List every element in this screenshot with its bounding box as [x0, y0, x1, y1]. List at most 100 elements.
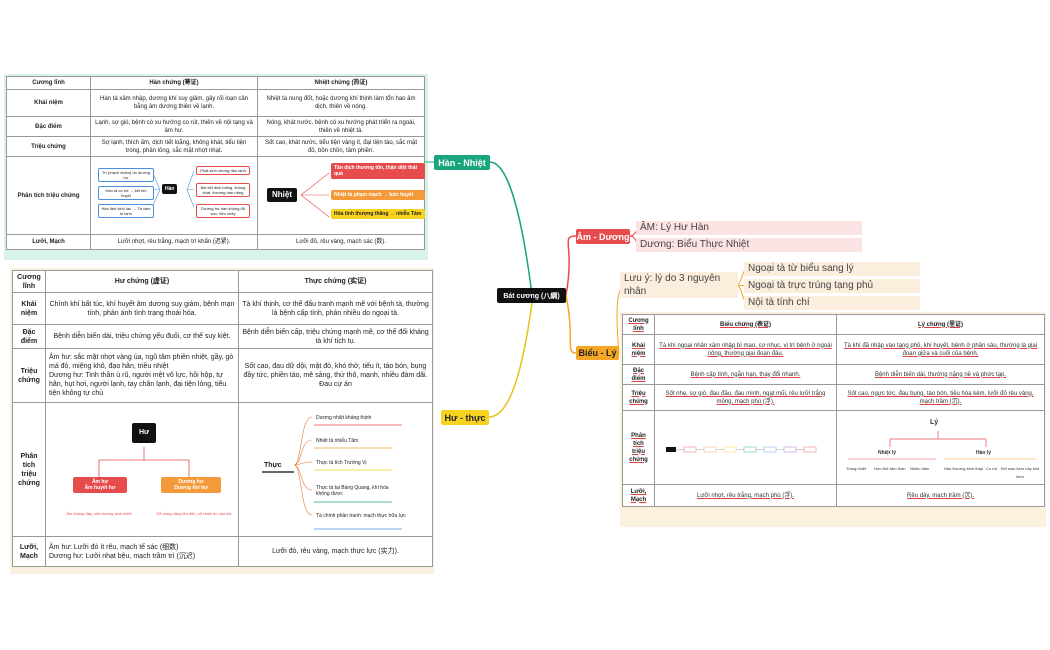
am-duong-leaf-am[interactable]: ÂM: Lý Hư Hàn	[636, 221, 862, 235]
thuc-item-3: Thực tà tích Trường Vị	[316, 459, 367, 466]
han-left-1: Trì (mạch chậm) do dương hư	[98, 167, 154, 182]
row-label: Đặc điểm	[12, 324, 46, 349]
table-cell: Sốt cao, ngực tức, đau bụng, táo bón, ti…	[836, 384, 1045, 411]
link-hu-thuc	[488, 302, 533, 418]
nhiet-item-3: Hỏa tính thượng thăng → nhiễu Tâm	[331, 208, 425, 219]
ly-right-item-3: Kết mạc kém nảy khô kém	[1000, 465, 1040, 479]
nhiet-diagram-cell: Nhiệt Tân dịch thương tổn, thận diệt thá…	[257, 156, 425, 235]
branch-bieu-ly[interactable]: Biểu - Lý	[576, 346, 619, 360]
table-cell: Lưỡi nhợt, rêu trắng, mạch phù (浮).	[654, 484, 837, 507]
ly-center: Lý	[930, 418, 939, 426]
ly-left-item-1: Tráng nhiệt	[846, 465, 867, 471]
thuc-center: Thực	[264, 461, 282, 469]
hu-right-note: Dễ công năng lên đến, cổ nhiệt do của kh…	[156, 510, 232, 516]
thuc-item-4: Thực tà tại Bàng Quang, khí hóa không đư…	[316, 484, 389, 497]
han-left-3: Hàn lâm kinh lạc → Tà xâm bị lạnh	[98, 203, 154, 218]
bieu-ly-leaf-2[interactable]: Ngoại tà trực trúng tạng phủ	[744, 279, 920, 293]
han-right-1: Phát sinh chứng đau lạnh	[196, 165, 250, 175]
row-label: Triệu chứng	[622, 384, 655, 411]
thuc-item-1: Dương nhiệt kháng thịnh	[316, 414, 372, 421]
hu-right-duong-hu: Dương hư Dương khí hư	[161, 476, 221, 493]
row-label: Lưỡi, Mạch	[622, 484, 655, 507]
link-bieu-ly	[565, 294, 577, 354]
han-left-2: Hàn tà co rút → kết khí huyết	[98, 185, 154, 200]
table-cell: Sốt cao, khát nước, tiểu tiện vàng ít, đ…	[257, 136, 425, 157]
row-label: Lưỡi, Mạch	[6, 234, 91, 250]
han-diagram-lines	[151, 170, 195, 207]
han-diagram-cell: Trì (mạch chậm) do dương hư Hàn tà co rú…	[90, 156, 258, 235]
bieu-ly-leaf-1[interactable]: Ngoại tà từ biểu sang lý	[744, 262, 920, 276]
ly-right-item-1: Hàn thương kém thấp	[944, 465, 984, 471]
nhiet-diagram-lines	[300, 172, 330, 217]
table-cell: Bệnh cấp tính, ngắn hạn, thay đổi nhanh.	[654, 364, 837, 385]
table-cell: Nóng, khát nước, bệnh có xu hướng phát t…	[257, 116, 425, 137]
bieu-diagram	[658, 413, 833, 483]
ly-left-item-3: Nhiều hãm	[910, 465, 930, 471]
header-thuc-chung: Thực chứng (实证)	[238, 270, 433, 293]
header-cuong-linh: Cương lĩnh	[622, 314, 655, 335]
hu-center: Hư	[132, 422, 156, 443]
link-han-nhiet	[489, 161, 533, 296]
root-node[interactable]: Bát cương (八綱)	[497, 288, 566, 303]
ly-left-item-2: Hơn thở tâm thần	[874, 465, 906, 471]
header-han-chung: Hàn chứng (寒证)	[90, 76, 258, 90]
link-am-duong	[565, 235, 577, 296]
table-cell: Sợ lạnh, thích ấm, dịch tiết loãng, khôn…	[90, 136, 258, 157]
branch-hu-thuc[interactable]: Hư - thực	[441, 410, 489, 425]
row-label: Phân tích triệu chứng	[6, 156, 91, 235]
bieu-diagram-flow	[666, 446, 817, 452]
table-cell: Lưỡi đỏ, rêu vàng, mạch thực lực (实力).	[238, 536, 433, 567]
hu-diagram: Hư Âm hư Âm huyết hư Dương hư Dương khí …	[49, 405, 235, 535]
table-cell: Bệnh diễn biến cấp, triệu chứng mạnh mẽ,…	[238, 324, 433, 349]
hu-left-note: Âm không đầy, chế dương sinh nhiệt	[66, 510, 132, 516]
bieu-ly-leaf-3[interactable]: Nội tà tính chí	[744, 296, 920, 310]
table-cell: Nhiệt tà nung đốt, hoặc dương khí thịnh …	[257, 89, 425, 117]
row-label: Lưỡi, Mạch	[12, 536, 46, 567]
han-right-2: Bài tiết dịch loãng, không khát, thương …	[196, 182, 250, 197]
table-cell: Tà khí thịnh, cơ thể đấu tranh mạnh mẽ v…	[238, 292, 433, 325]
thuc-diagram-lines	[262, 416, 402, 529]
nhiet-center: Nhiệt	[267, 187, 297, 202]
table-cell: Bệnh diễn biến dài, thường nặng nề và ph…	[836, 364, 1045, 385]
header-bieu-chung: Biểu chứng (表证)	[654, 314, 837, 335]
ly-diagram-cell: Lý Nhiệt lý Hàn lý Tráng nhiệt Hơn thở t…	[836, 410, 1045, 485]
table-cell: Chính khí bất túc, khí huyết âm dương su…	[45, 292, 239, 325]
han-nhiet-table: Cương lĩnh Hàn chứng (寒证) Nhiệt chứng (热…	[6, 76, 425, 250]
row-label: Phân tích triệu chứng	[622, 410, 655, 485]
table-cell: Âm hư: sắc mặt nhợt vàng úa, ngũ tâm phi…	[45, 348, 239, 403]
bieu-ly-note[interactable]: Lưu ý: lý do 3 nguyên nhân	[620, 272, 738, 298]
row-label: Triệu chứng	[12, 348, 46, 403]
table-cell: Sốt nhẹ, sợ gió, đau đầu, đau mình, ngạt…	[654, 384, 837, 411]
table-cell: Rêu dày, mạch trầm (沉).	[836, 484, 1045, 507]
row-label: Khái niệm	[622, 334, 655, 365]
nhiet-item-2: Nhiệt tà phạm mạch → bức huyết	[331, 189, 425, 200]
table-cell: Lạnh, sợ gió, bệnh có xu hướng co rút, t…	[90, 116, 258, 137]
header-cuong-linh: Cương lĩnh	[12, 270, 46, 293]
han-center: Hàn	[162, 183, 178, 194]
han-diagram: Trì (mạch chậm) do dương hư Hàn tà co rú…	[94, 159, 254, 233]
bieu-diagram-cell	[654, 410, 837, 485]
row-label: Đặc điểm	[6, 116, 91, 137]
ly-right-item-2: Co rút	[986, 465, 997, 471]
branch-am-duong[interactable]: Âm - Dương	[576, 229, 630, 244]
table-cell: Bệnh diễn biến dài, triệu chứng yếu đuối…	[45, 324, 239, 349]
thuc-item-2: Nhiệt tà nhiễu Tâm	[316, 437, 359, 444]
header-ly-chung: Lý chứng (里证)	[836, 314, 1045, 335]
nhiet-item-1: Tân dịch thương tổn, thận diệt thái quá	[331, 162, 425, 179]
row-label: Khái niệm	[12, 292, 46, 325]
branch-han-nhiet[interactable]: Hàn - Nhiệt	[434, 155, 490, 170]
ly-right-han: Hàn lý	[976, 449, 992, 456]
table-cell: Hàn tà xâm nhập, dương khí suy giảm, gây…	[90, 89, 258, 117]
table-cell: Âm hư: Lưỡi đỏ ít rêu, mạch tế sác (细数) …	[45, 536, 239, 567]
am-duong-leaf-duong[interactable]: Dương: Biểu Thực Nhiệt	[636, 238, 862, 252]
row-label: Đặc điểm	[622, 364, 655, 385]
han-right-3: Dương hư hàn không đủ sức, tiêu chảy	[196, 203, 250, 218]
row-label: Khái niệm	[6, 89, 91, 117]
ly-left-nhiet: Nhiệt lý	[878, 449, 897, 456]
row-label: Phân tích triệu chứng	[12, 402, 46, 537]
header-cuong-linh: Cương lĩnh	[6, 76, 91, 90]
hu-diagram-lines	[98, 446, 190, 477]
bieu-ly-table: Cương lĩnh Biểu chứng (表证) Lý chứng (里证)…	[622, 314, 1045, 507]
ly-diagram: Lý Nhiệt lý Hàn lý Tráng nhiệt Hơn thở t…	[840, 413, 1041, 483]
table-cell: Tà khí ngoại nhân xâm nhập bì mao, cơ nh…	[654, 334, 837, 365]
